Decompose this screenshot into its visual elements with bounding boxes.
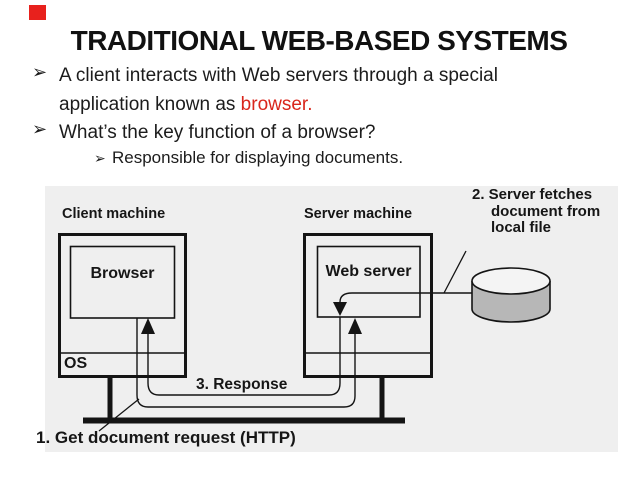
client-machine-label: Client machine [62, 206, 166, 222]
bullet-1-highlight: browser. [240, 94, 313, 115]
bullet-chevron-icon: ➢ [32, 62, 48, 82]
red-marker-rect [29, 5, 46, 20]
step1-pointer-line [98, 398, 140, 432]
response-path [147, 317, 341, 396]
disk-arrowhead-icon [333, 302, 347, 316]
slide-corner-marker [29, 5, 46, 20]
disk-cylinder-top [471, 267, 551, 295]
bullet-item-1: A client interacts with Web servers thro… [59, 61, 574, 119]
page-title: TRADITIONAL WEB-BASED SYSTEMS [70, 25, 568, 56]
fetch-step-label: 2. Server fetches document from local fi… [472, 186, 601, 236]
sub-bullet-chevron-icon: ➢ [94, 150, 106, 166]
bullet-item-2: What’s the key function of a browser? [59, 122, 376, 143]
response-arrowhead-icon [141, 318, 155, 334]
client-machine-box [58, 233, 187, 378]
server-machine-box [303, 233, 433, 378]
os-label: OS [64, 355, 88, 372]
browser-box [69, 245, 176, 319]
sub-bullet-item: Responsible for displaying documents. [112, 148, 404, 167]
request-step-label: 1. Get document request (HTTP) [36, 428, 296, 447]
server-machine-label: Server machine [304, 206, 413, 222]
request-arrowhead-icon [348, 318, 362, 334]
step2-pointer-line [443, 250, 467, 294]
bullet-1-text: A client interacts with Web servers thro… [59, 65, 498, 115]
disk-link-line [339, 292, 472, 303]
web-server-box [316, 245, 421, 318]
bullet-chevron-icon: ➢ [32, 119, 48, 139]
web-server-label: Web server [325, 263, 412, 280]
response-step-label: 3. Response [196, 376, 288, 393]
browser-label: Browser [90, 265, 155, 282]
